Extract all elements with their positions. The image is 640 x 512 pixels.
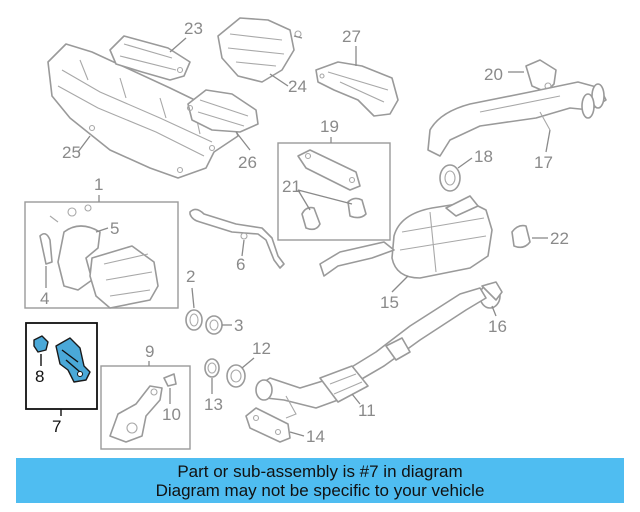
callout-18: 18 xyxy=(474,147,493,166)
callout-25: 25 xyxy=(62,143,81,162)
part-24-heat-shield[interactable] xyxy=(217,17,303,83)
part-8-bolt[interactable] xyxy=(33,335,49,353)
part-23-heat-shield[interactable] xyxy=(109,35,191,81)
callout-9: 9 xyxy=(145,342,154,361)
part-20-hanger[interactable] xyxy=(525,59,557,93)
banner-line-2: Diagram may not be specific to your vehi… xyxy=(155,480,485,500)
callout-26: 26 xyxy=(238,153,257,172)
part-9-group-box xyxy=(100,365,191,450)
part-15-muffler[interactable] xyxy=(319,195,493,279)
callout-14: 14 xyxy=(306,427,325,446)
callout-22: 22 xyxy=(550,229,569,248)
callout-17: 17 xyxy=(534,153,553,172)
callout-20: 20 xyxy=(484,65,503,84)
part-16-clamp[interactable] xyxy=(479,281,503,309)
part-27-heat-shield[interactable] xyxy=(315,61,399,117)
callout-3: 3 xyxy=(234,316,243,335)
callout-5: 5 xyxy=(110,219,119,238)
part-19-bracket[interactable] xyxy=(297,149,361,191)
part-18-clamp[interactable] xyxy=(439,164,461,192)
callout-19: 19 xyxy=(320,117,339,136)
part-2-gasket[interactable] xyxy=(185,309,203,331)
part-13-gasket[interactable] xyxy=(204,358,220,378)
part-17-tailpipe[interactable] xyxy=(427,81,607,157)
part-1-group-box xyxy=(24,201,179,309)
part-3-gasket[interactable] xyxy=(205,315,223,335)
part-7-mounting-bracket[interactable] xyxy=(55,337,91,383)
part-25-heat-shield[interactable] xyxy=(47,43,239,179)
part-11-front-pipe[interactable] xyxy=(255,287,487,419)
part-6-pipe[interactable] xyxy=(189,208,285,269)
part-14-bracket[interactable] xyxy=(245,407,291,443)
callout-27: 27 xyxy=(342,27,361,46)
callout-4: 4 xyxy=(40,289,49,308)
part-12-gasket[interactable] xyxy=(226,364,246,388)
callout-1: 1 xyxy=(94,175,103,194)
callout-12: 12 xyxy=(252,339,271,358)
part-9-support-bracket[interactable] xyxy=(109,385,163,443)
callout-7: 7 xyxy=(52,417,61,436)
callout-6: 6 xyxy=(236,255,245,274)
part-4-sensor[interactable] xyxy=(39,232,53,265)
callout-15: 15 xyxy=(380,293,399,312)
part-10-bolt[interactable] xyxy=(163,373,177,387)
callout-10: 10 xyxy=(162,405,181,424)
exhaust-parts-diagram: 25 23 24 27 26 19 21 xyxy=(24,17,607,450)
banner-line-1: Part or sub-assembly is #7 in diagram xyxy=(177,461,463,481)
info-banner: Part or sub-assembly is #7 in diagram Di… xyxy=(16,458,624,503)
part-26-heat-shield[interactable] xyxy=(186,89,259,133)
callout-21: 21 xyxy=(282,177,301,196)
part-1-manifold-assembly[interactable] xyxy=(49,204,159,309)
callout-24: 24 xyxy=(288,77,307,96)
callout-23: 23 xyxy=(184,19,203,38)
part-7-group-box xyxy=(25,322,98,410)
callout-8: 8 xyxy=(35,367,44,386)
callout-16: 16 xyxy=(488,317,507,336)
callout-2: 2 xyxy=(186,267,195,286)
part-22-rubber-mount[interactable] xyxy=(511,224,531,249)
callout-11: 11 xyxy=(358,401,376,420)
part-21-rubber-mounts[interactable] xyxy=(301,197,367,231)
part-19-group-box xyxy=(277,142,391,241)
callout-13: 13 xyxy=(204,395,223,414)
